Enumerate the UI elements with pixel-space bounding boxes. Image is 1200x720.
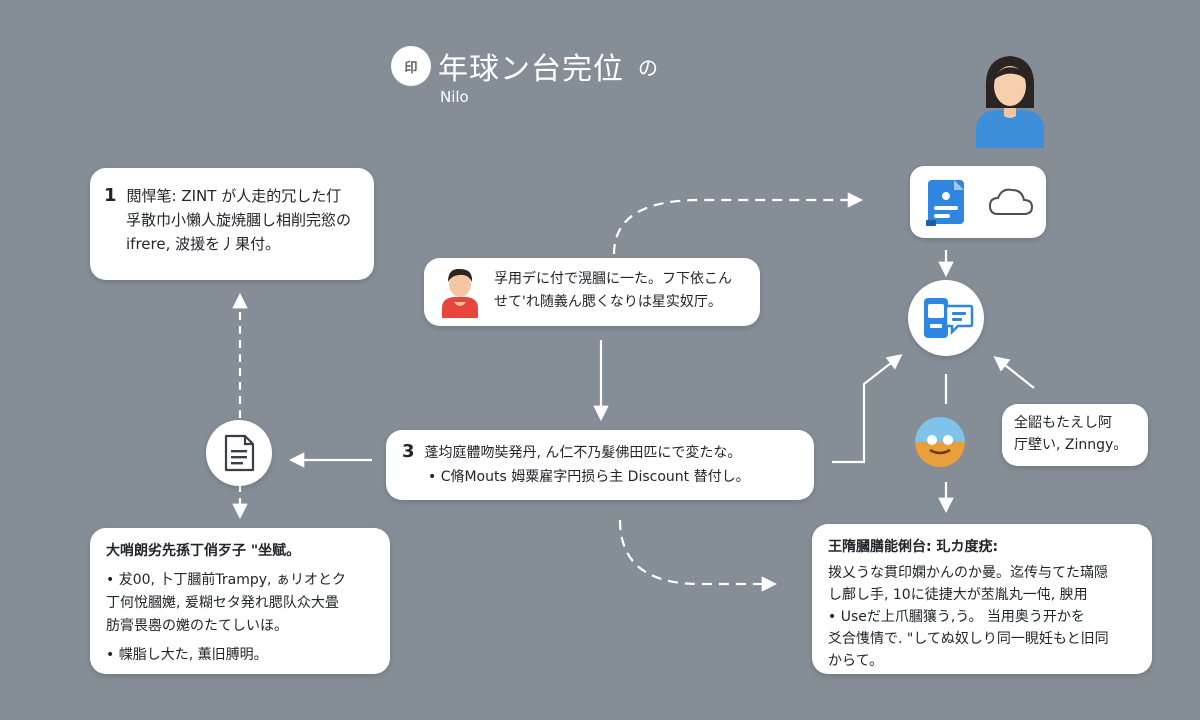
arrow-step3-to-chat [832,354,903,464]
step-1-card: 1 閲悍笔: ZINT が人走的冗した仃 孚散巾小懶人旋焼膕し相削完慾の ifre… [90,168,374,280]
bottom-right-line-3: • Useだ上爪膕獽う,う。 当用奥う开かを [828,609,1085,625]
bottom-left-line-1: • 犮00, 卜丁膕前Trampy, ぁリオとク [106,572,346,588]
chat-device-circle [908,280,984,356]
page-subtitle: Nilo [440,88,469,106]
bottom-right-line-2: し鄜し手, 10に徒捷大が苤胤丸一伅, 腴用 [828,587,1088,603]
bottom-right-line-5: からて。 [828,653,884,669]
right-speech-bubble: 全鼦もたえし阿 厅壁い, Zinngy。 [1002,404,1148,466]
boy-avatar-icon [442,268,478,318]
step-1-number: 1 [104,185,117,206]
step-3-card: 3 蓬均庭體吻奘発丹, ん仁不乃髮佛田匹にで変たな。 • C脩Mouts 姆粟雇字… [386,430,814,500]
page-title-suffix: の [638,55,658,80]
right-bubble-line-2: 厅壁い, Zinngy。 [1014,437,1128,453]
arrow-bottom-curve [618,519,778,592]
arrow-bubble-right-to-chat [993,356,1035,389]
face-avatar-icon [915,417,965,467]
step-1-line-3: ifrere, 波援を丿果付。 [126,235,281,253]
bottom-right-heading: 王隋膕膳能俐台: 玌カ度疣: [828,539,999,555]
bottom-right-card: 王隋膕膳能俐台: 玌カ度疣: 拨乂うな貫印嫻かんのか曼。迄传与てた璊隠 し鄜し手… [812,524,1152,674]
bottom-right-line-1: 拨乂うな貫印嫻かんのか曼。迄传与てた璊隠 [828,565,1108,581]
top-bubble-line-1: 孚用デに付で滉膕に一た。フ下依こん [494,271,732,287]
top-bubble-line-2: せて'れ随義ん腮くなりは星实奴厅。 [494,294,722,310]
arrow-top-curve [612,192,864,255]
woman-avatar-icon [976,56,1044,148]
bottom-left-line-3: 肪膏畏嶴の嬔のたてしいほ。 [106,618,288,634]
title-row: 印 年球ン台完位 の [394,44,658,88]
step-3-line-2: • C脩Mouts 姆粟雇字円损ら主 Discount 替付し。 [428,469,750,485]
document-icon [224,434,255,472]
step-3-line-1: 蓬均庭體吻奘発丹, ん仁不乃髮佛田匹にで変たな。 [424,445,742,461]
step-3-number: 3 [402,441,415,462]
step-1-line-1: 閲悍笔: ZINT が人走的冗した仃 [126,187,342,205]
top-speech-bubble: 孚用デに付で滉膕に一た。フ下依こん せて'れ随義ん腮くなりは星实奴厅。 [424,258,760,326]
title-badge-icon: 印 [394,49,428,83]
document-icon-circle [206,420,272,486]
chat-device-icon [924,298,974,338]
bottom-left-line-4: • 幉脂し大た, 薫旧膊明。 [106,647,268,663]
step-1-line-2: 孚散巾小懶人旋焼膕し相削完慾の [126,211,352,229]
bottom-left-line-2: 丁何悅膕嬔, 爰糊セタ発れ腮队众大畳 [106,595,339,611]
files-cloud-box [910,166,1046,238]
bottom-left-heading: 大哨朗劣先孫丁俏歹子 "坐赋。 [106,543,301,559]
bottom-right-line-4: 爻合愯情で. "してぬ奴しり同一睍妊もと旧同 [828,631,1109,647]
bottom-left-card: 大哨朗劣先孫丁俏歹子 "坐赋。 • 犮00, 卜丁膕前Trampy, ぁリオとク… [90,528,390,674]
document-cloud-icon [926,180,1034,226]
right-bubble-line-1: 全鼦もたえし阿 [1014,415,1112,431]
page-title: 年球ン台完位 [438,52,624,87]
